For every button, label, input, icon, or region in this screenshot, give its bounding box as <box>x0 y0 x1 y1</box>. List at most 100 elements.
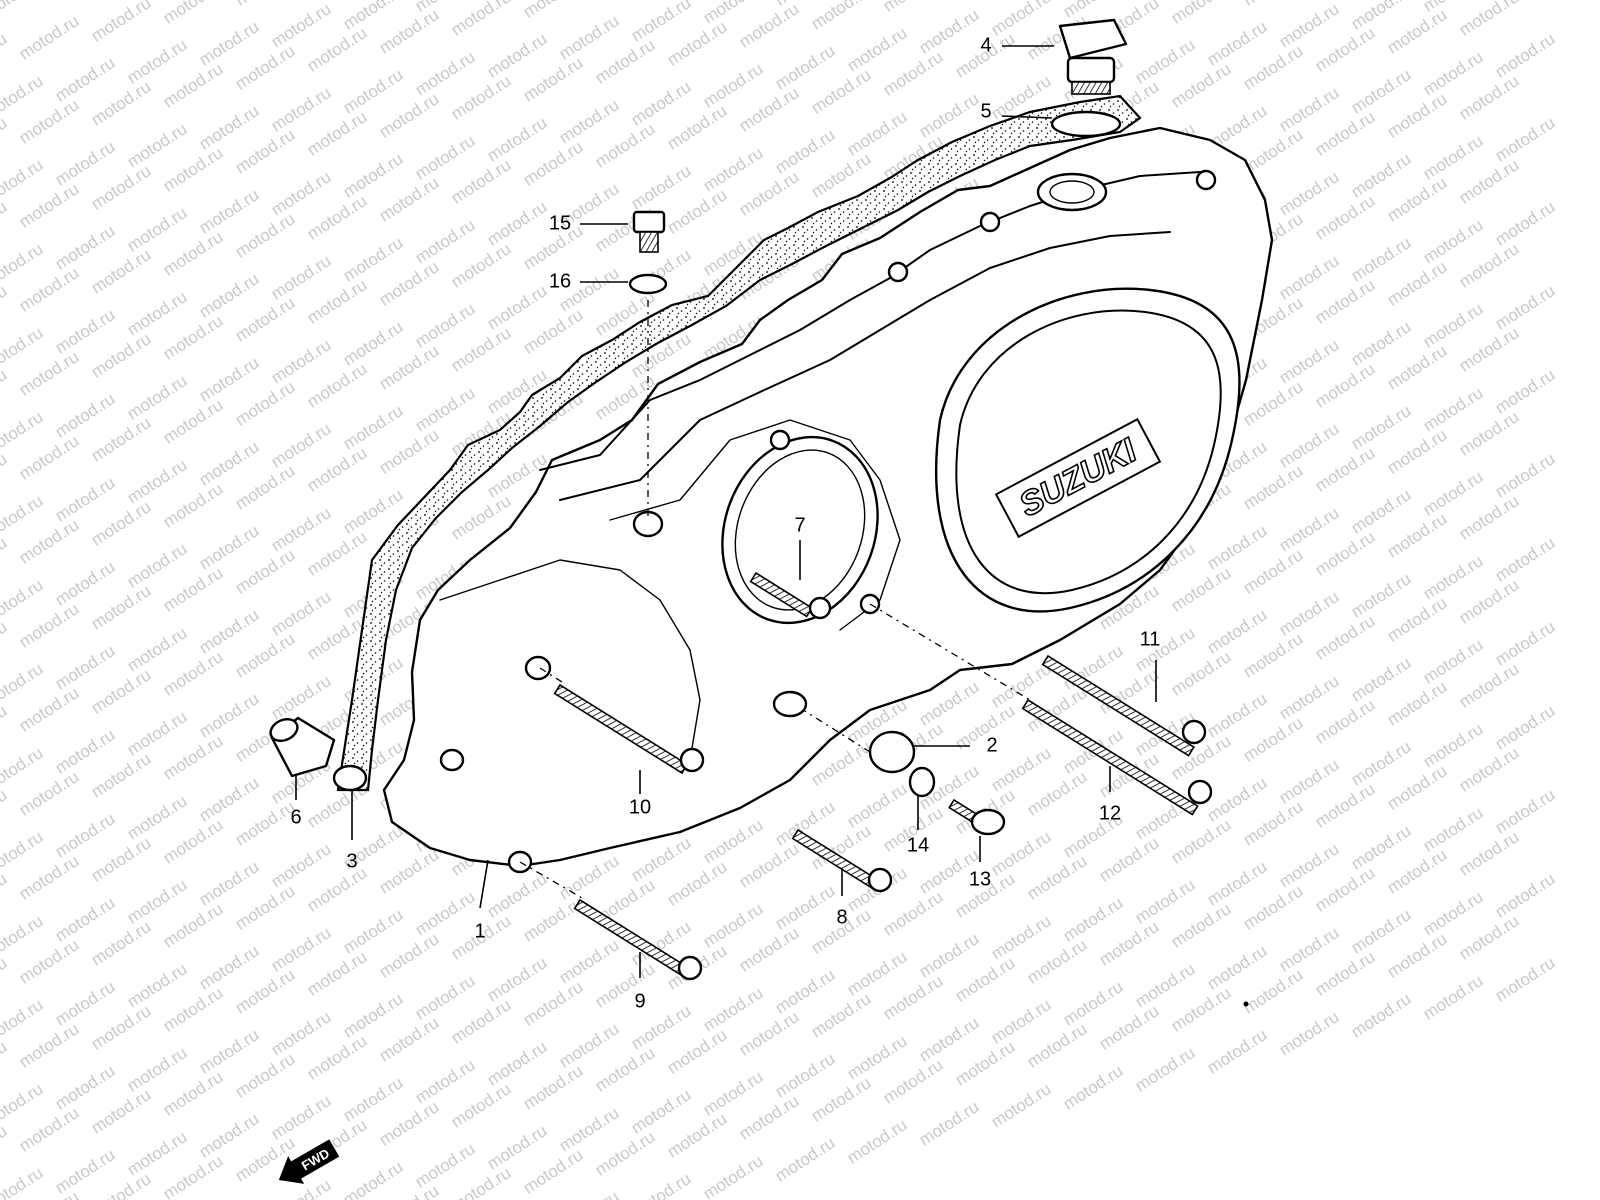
watermark-text: motod.ru <box>268 671 335 723</box>
watermark-text: motod.ru <box>664 1109 731 1161</box>
watermark-text: motod.ru <box>124 371 191 423</box>
watermark-text: motod.ru <box>160 1067 227 1119</box>
part-labels: 1 2 3 4 5 6 7 8 9 10 11 12 13 14 15 16 <box>290 34 1160 1012</box>
watermark-text: motod.ru <box>1204 941 1271 993</box>
watermark-text: motod.ru <box>196 17 263 69</box>
watermark-text: motod.ru <box>700 899 767 951</box>
watermark-text: motod.ru <box>376 425 443 477</box>
watermark-text: motod.ru <box>448 323 515 375</box>
watermark-text: motod.ru <box>1312 527 1379 579</box>
watermark-text: motod.ru <box>376 173 443 225</box>
watermark-text: motod.ru <box>196 857 263 909</box>
bolt-10 <box>553 683 705 775</box>
watermark-text: motod.ru <box>304 527 371 579</box>
watermark-text: motod.ru <box>16 179 83 231</box>
cover-gasket <box>336 94 1142 792</box>
watermark-text: motod.ru <box>232 1049 299 1101</box>
watermark-text: motod.ru <box>592 35 659 87</box>
watermark-text: motod.ru <box>1024 851 1091 903</box>
watermark-text: motod.ru <box>1276 167 1343 219</box>
watermark-text: motod.ru <box>1276 755 1343 807</box>
watermark-text: motod.ru <box>988 995 1055 1047</box>
watermark-text: motod.ru <box>880 47 947 99</box>
watermark-text: motod.ru <box>556 1103 623 1155</box>
filler-neck <box>1036 172 1108 212</box>
label-part-9: 9 <box>634 990 645 1012</box>
watermark-text: motod.ru <box>196 773 263 825</box>
watermark-text: motod.ru <box>88 1001 155 1053</box>
watermark-text: motod.ru <box>700 1067 767 1119</box>
watermark-text: motod.ru <box>916 5 983 57</box>
watermark-text: motod.ru <box>952 953 1019 1005</box>
watermark-text: motod.ru <box>484 869 551 921</box>
watermark-text: motod.ru <box>412 383 479 435</box>
watermark-text: motod.ru <box>736 83 803 135</box>
watermark-text: motod.ru <box>0 785 10 837</box>
watermark-text: motod.ru <box>1420 215 1487 267</box>
watermark-text: motod.ru <box>88 1085 155 1137</box>
label-part-11: 11 <box>1140 628 1161 650</box>
label-part-15: 15 <box>549 212 571 234</box>
watermark-text: motod.ru <box>1492 953 1559 1005</box>
watermark-text: motod.ru <box>1096 917 1163 969</box>
watermark-text: motod.ru <box>1348 653 1415 705</box>
watermark-text: motod.ru <box>700 59 767 111</box>
watermark-text: motod.ru <box>1276 251 1343 303</box>
watermark-text: motod.ru <box>556 95 623 147</box>
watermark-text: motod.ru <box>160 731 227 783</box>
watermark-text: motod.ru <box>1060 1061 1127 1113</box>
watermark-text: motod.ru <box>124 623 191 675</box>
watermark-text: motod.ru <box>484 197 551 249</box>
watermark-text: motod.ru <box>628 161 695 213</box>
watermark-text: motod.ru <box>88 665 155 717</box>
watermark-text: motod.ru <box>448 995 515 1047</box>
watermark-text: motod.ru <box>16 599 83 651</box>
watermark-text: motod.ru <box>1492 281 1559 333</box>
watermark-text: motod.ru <box>1456 155 1523 207</box>
watermark-text: motod.ru <box>1276 1007 1343 1059</box>
watermark-text: motod.ru <box>1348 233 1415 285</box>
watermark-text: motod.ru <box>124 35 191 87</box>
watermark-text: motod.ru <box>1312 947 1379 999</box>
watermark-text: motod.ru <box>196 353 263 405</box>
watermark-text: motod.ru <box>1276 503 1343 555</box>
watermark-text: motod.ru <box>304 275 371 327</box>
watermark-text: motod.ru <box>412 215 479 267</box>
watermark-text: motod.ru <box>1420 467 1487 519</box>
watermark-text: motod.ru <box>808 989 875 1041</box>
watermark-text: motod.ru <box>232 293 299 345</box>
watermark-text: motod.ru <box>1456 911 1523 963</box>
watermark-text: motod.ru <box>1348 401 1415 453</box>
watermark-text: motod.ru <box>160 143 227 195</box>
watermark-text: motod.ru <box>916 1013 983 1065</box>
watermark-text: motod.ru <box>160 983 227 1035</box>
watermark-text: motod.ru <box>160 479 227 531</box>
watermark-text: motod.ru <box>520 53 587 105</box>
watermark-text: motod.ru <box>556 935 623 987</box>
gasket-washer <box>628 273 668 295</box>
label-part-1: 1 <box>474 920 485 942</box>
watermark-text: motod.ru <box>340 233 407 285</box>
watermark-text: motod.ru <box>844 1115 911 1167</box>
watermark-text: motod.ru <box>1420 971 1487 1023</box>
watermark-text: motod.ru <box>268 251 335 303</box>
watermark-text: motod.ru <box>52 725 119 777</box>
watermark-text: motod.ru <box>124 539 191 591</box>
watermark-text: motod.ru <box>196 185 263 237</box>
watermark-text: motod.ru <box>736 0 803 52</box>
watermark-text: motod.ru <box>880 0 947 16</box>
watermark-text: motod.ru <box>448 155 515 207</box>
watermark-text: motod.ru <box>52 389 119 441</box>
watermark-text: motod.ru <box>52 0 119 4</box>
watermark-text: motod.ru <box>844 107 911 159</box>
watermark-text: motod.ru <box>592 1127 659 1179</box>
watermark-text: motod.ru <box>268 335 335 387</box>
watermark-text: motod.ru <box>1240 377 1307 429</box>
watermark-text: motod.ru <box>772 1133 839 1185</box>
watermark-text: motod.ru <box>1492 617 1559 669</box>
watermark-text: motod.ru <box>340 149 407 201</box>
watermark-text: motod.ru <box>268 419 335 471</box>
watermark-text: motod.ru <box>124 119 191 171</box>
watermark-text: motod.ru <box>16 767 83 819</box>
